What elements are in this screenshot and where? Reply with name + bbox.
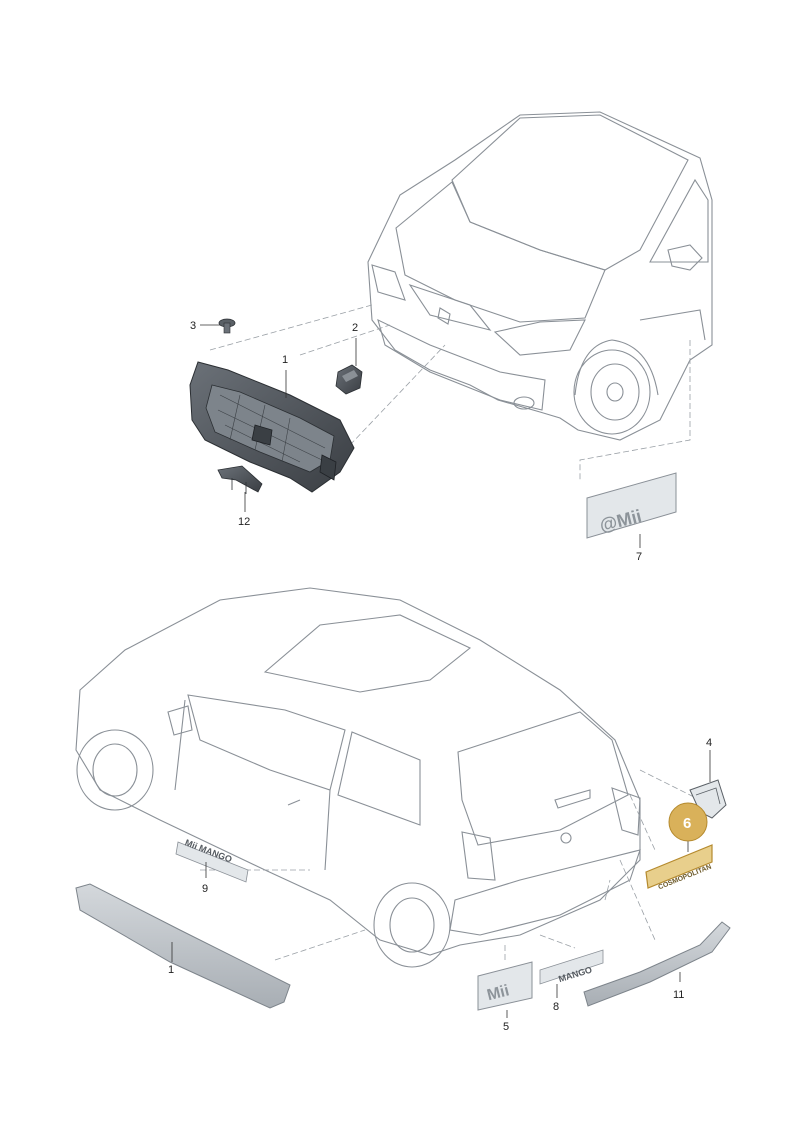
callout-6: 6: [668, 802, 708, 852]
rear-strip-part-11: [583, 921, 731, 1007]
callout-4: 4: [706, 737, 712, 782]
screw-part-3: [218, 318, 236, 334]
clip-part-2: [335, 364, 363, 395]
callout-8: 8: [553, 984, 559, 1013]
front-car-illustration: [367, 111, 713, 441]
front-grille-part: [189, 361, 355, 493]
front-dashed-connectors: [209, 304, 691, 480]
bracket-part-12: [217, 465, 263, 494]
rear-car-illustration: [75, 587, 641, 968]
mii-mango-emblem-part-9: Mii MANGO: [175, 837, 249, 883]
callout-3: 3: [190, 320, 220, 332]
callout-1: 1: [282, 354, 288, 398]
callout-1-strip: 1: [168, 942, 174, 976]
svg-text:Mii: Mii: [485, 982, 511, 1004]
callout-5: 5: [503, 1010, 509, 1033]
rear-dashed-connectors: [200, 769, 711, 961]
mango-emblem-part-8: MANGO: [539, 949, 604, 985]
svg-text:8: 8: [553, 1001, 559, 1013]
callout-9: 9: [202, 862, 208, 895]
svg-text:9: 9: [202, 883, 208, 895]
mii-emblem-part-5: Mii: [477, 961, 533, 1011]
callout-12: 12: [238, 492, 250, 528]
emii-emblem-part-7: @Mii: [586, 472, 677, 539]
callout-7: 7: [636, 534, 642, 563]
svg-text:1: 1: [282, 354, 288, 366]
cosmopolitan-emblem-part-6: COSMOPOLITAN: [645, 844, 713, 891]
svg-text:2: 2: [352, 322, 358, 334]
callout-2: 2: [352, 322, 358, 366]
callout-11: 11: [673, 972, 684, 1001]
svg-text:5: 5: [503, 1021, 509, 1033]
svg-text:4: 4: [706, 737, 712, 749]
svg-text:1: 1: [168, 964, 174, 976]
side-strip-part-1: [75, 883, 291, 1009]
svg-text:3: 3: [190, 320, 196, 332]
svg-text:6: 6: [683, 815, 691, 832]
svg-text:12: 12: [238, 516, 250, 528]
svg-text:11: 11: [673, 989, 684, 1001]
svg-text:7: 7: [636, 551, 642, 563]
